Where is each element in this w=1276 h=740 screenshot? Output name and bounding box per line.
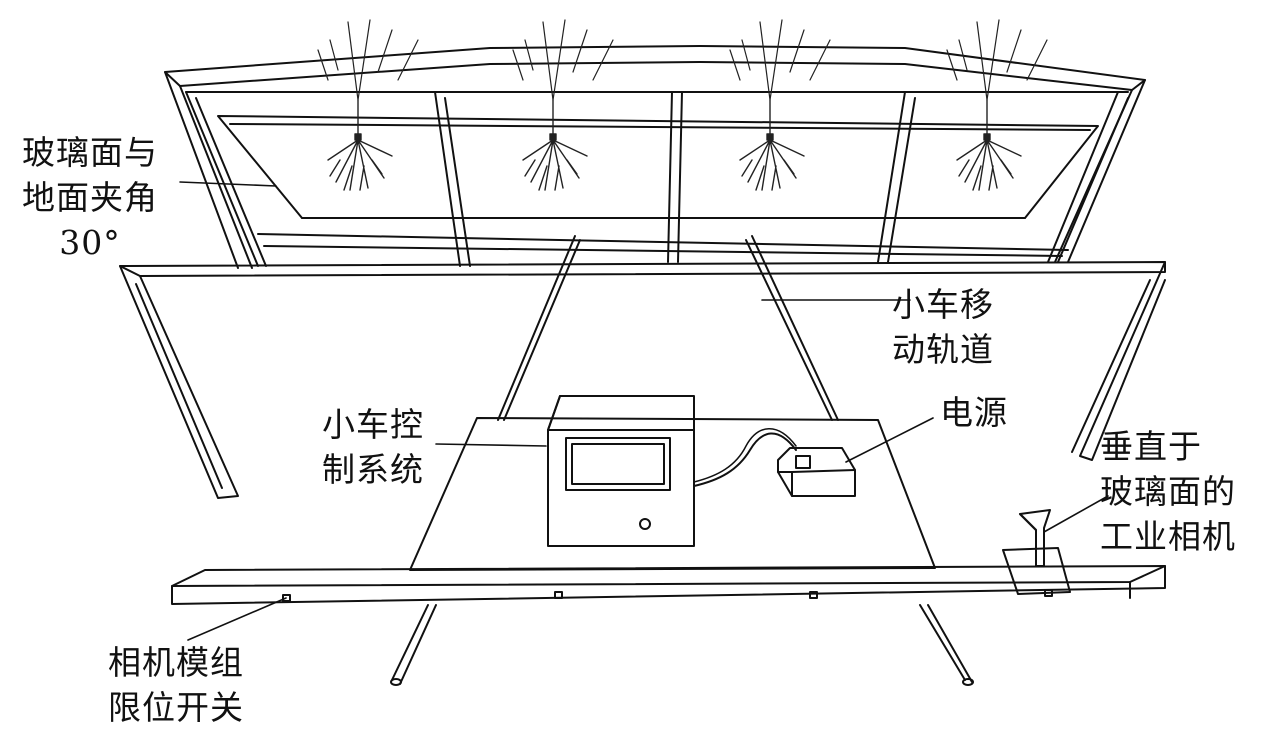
controller-label: 小车控 制系统	[322, 402, 424, 492]
plant-2	[512, 19, 614, 191]
camera-guide-bar	[171, 565, 1166, 605]
limit-switch-line-1: 相机模组	[108, 643, 244, 682]
glass-angle-line-3: 30°	[59, 223, 121, 262]
camera-line-1: 垂直于	[1100, 427, 1202, 466]
limit-switch-label: 相机模组 限位开关	[108, 640, 244, 730]
plant-roots	[317, 19, 1048, 191]
rail-label: 小车移 动轨道	[892, 282, 994, 372]
limit-switch-line-2: 限位开关	[108, 688, 244, 727]
glass-panel	[217, 115, 1099, 257]
cart-platform	[409, 417, 936, 571]
plant-4	[946, 19, 1048, 191]
power-box	[777, 447, 856, 497]
plant-1	[317, 19, 419, 191]
glass-angle-label: 玻璃面与 地面夹角 30°	[22, 130, 158, 265]
power-line-1: 电源	[940, 393, 1008, 432]
glass-angle-line-2: 地面夹角	[22, 178, 158, 217]
control-box	[547, 395, 797, 547]
rail-line-2: 动轨道	[892, 330, 994, 369]
plant-3	[729, 19, 831, 191]
camera-line-3: 工业相机	[1100, 517, 1236, 556]
controller-line-2: 制系统	[322, 450, 424, 489]
cart-rails	[390, 235, 974, 686]
camera-label: 垂直于 玻璃面的 工业相机	[1100, 424, 1236, 559]
power-label: 电源	[940, 390, 1008, 435]
industrial-camera	[1002, 509, 1071, 595]
glass-angle-line-1: 玻璃面与	[22, 133, 158, 172]
rail-line-1: 小车移	[892, 285, 994, 324]
camera-line-2: 玻璃面的	[1100, 472, 1236, 511]
leader-lines	[179, 181, 1109, 641]
support-beam	[119, 261, 1166, 499]
controller-line-1: 小车控	[322, 405, 424, 444]
